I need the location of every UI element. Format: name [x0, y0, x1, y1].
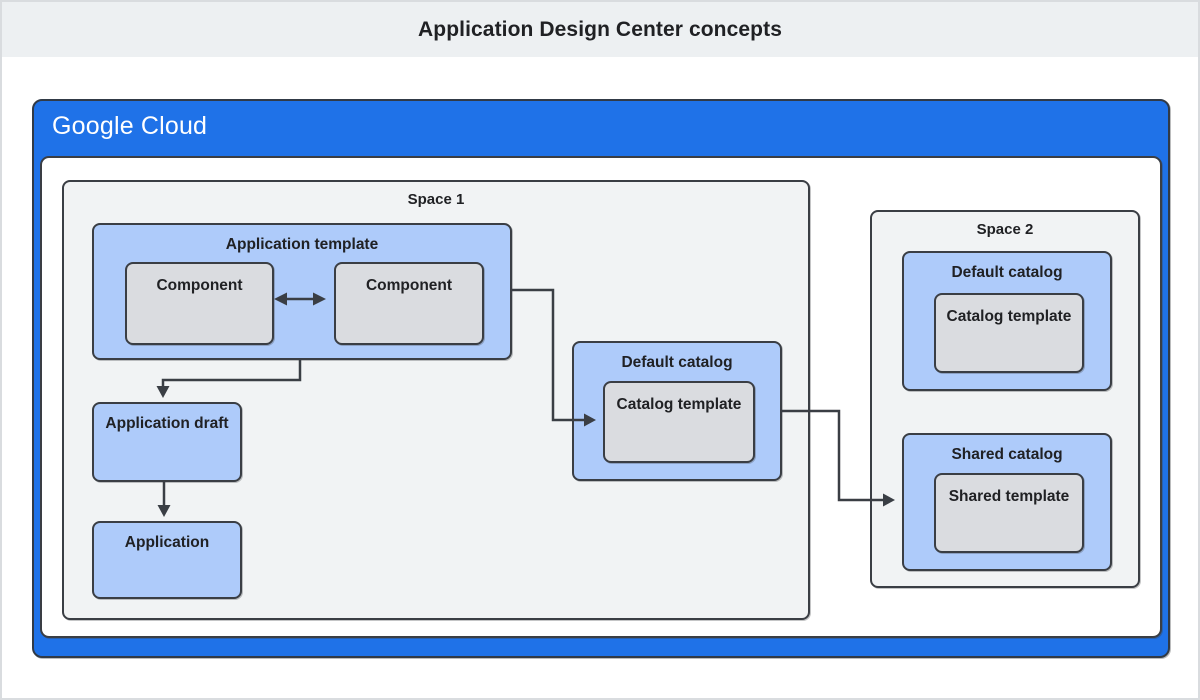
space1-catalog-template-box: Catalog template	[603, 381, 755, 463]
shared-catalog-box: Shared catalog Shared template	[902, 433, 1112, 571]
space2-default-catalog-label: Default catalog	[951, 264, 1063, 281]
google-wordmark: Google	[52, 112, 134, 140]
space2-catalog-template-label: Catalog template	[946, 308, 1072, 325]
application-template-box: Application template Component Component	[92, 223, 512, 360]
component-1-box: Component	[125, 262, 274, 345]
space-2-panel: Space 2 Default catalog Catalog template…	[870, 210, 1140, 588]
space1-catalog-template-label: Catalog template	[616, 396, 742, 413]
shared-catalog-label: Shared catalog	[951, 446, 1063, 463]
shared-template-label: Shared template	[948, 488, 1070, 505]
shared-template-box: Shared template	[934, 473, 1084, 553]
title-bar: Application Design Center concepts	[2, 2, 1198, 57]
space2-default-catalog-box: Default catalog Catalog template	[902, 251, 1112, 391]
space-1-panel: Space 1 Application template Component C…	[62, 180, 810, 620]
application-box: Application	[92, 521, 242, 599]
page-title: Application Design Center concepts	[418, 17, 782, 41]
application-draft-label: Application draft	[105, 415, 229, 432]
component-2-label: Component	[365, 277, 453, 294]
application-template-label: Application template	[225, 236, 379, 253]
space1-default-catalog-box: Default catalog Catalog template	[572, 341, 782, 481]
space2-catalog-template-box: Catalog template	[934, 293, 1084, 373]
application-label: Application	[124, 534, 210, 551]
component-2-box: Component	[334, 262, 484, 345]
space-1-label: Space 1	[407, 191, 465, 208]
space1-default-catalog-label: Default catalog	[621, 354, 733, 371]
component-1-label: Component	[156, 277, 243, 294]
cloud-wordmark: Cloud	[140, 112, 208, 140]
space-2-label: Space 2	[976, 221, 1034, 238]
application-draft-box: Application draft	[92, 402, 242, 482]
